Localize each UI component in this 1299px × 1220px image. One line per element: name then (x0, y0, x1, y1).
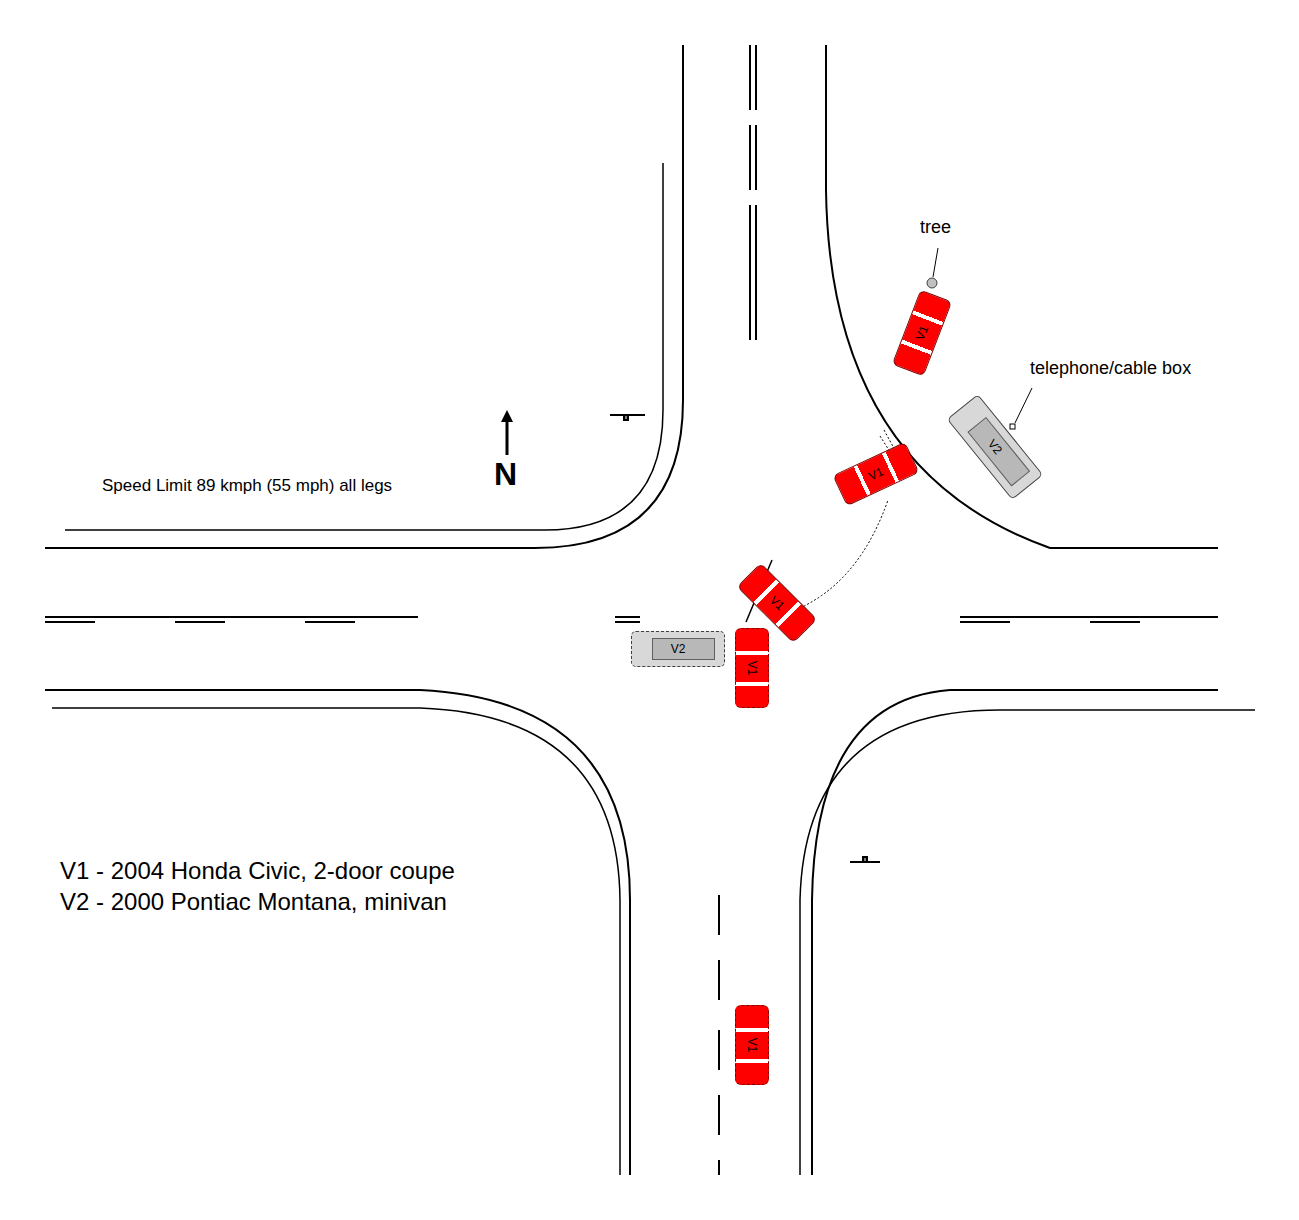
north-arrow-shaft (506, 420, 509, 455)
minivan-symbol: V2 (947, 394, 1044, 500)
road-edge (812, 690, 1218, 1175)
speed-limit-note: Speed Limit 89 kmph (55 mph) all legs (102, 476, 392, 496)
north-label: N (494, 456, 517, 493)
vehicle-label: V1 (746, 1038, 758, 1053)
road-edge (826, 45, 1218, 548)
road-shoulder (52, 708, 620, 1175)
vehicle-label: V1 (867, 465, 885, 482)
road-edges (45, 45, 1255, 1175)
legend-note: V2 - 2000 Pontiac Montana, minivan (60, 888, 447, 916)
minivan-symbol: V2 (631, 631, 725, 667)
stop-sign-post (624, 415, 628, 420)
legend-note: V1 - 2004 Honda Civic, 2-door coupe (60, 857, 455, 885)
center-line (718, 895, 720, 1175)
leader-line (933, 248, 938, 277)
car-symbol: V1 (892, 290, 952, 377)
center-line (960, 617, 1218, 622)
stop-sign-post (863, 857, 867, 862)
road-edge (45, 45, 683, 548)
vehicle-label: V1 (914, 324, 930, 342)
center-line (45, 617, 640, 622)
callout-label: tree (920, 217, 951, 238)
car-symbol: V1 (833, 442, 920, 507)
north-arrow (501, 410, 513, 455)
tire-mark (800, 500, 888, 608)
tree-symbol (927, 278, 937, 288)
road-shoulder (65, 163, 663, 530)
cable-box-symbol (1010, 424, 1015, 429)
center-lines (45, 45, 1218, 1175)
car-symbol: V1 (735, 628, 769, 708)
road-edge (45, 690, 630, 1175)
vehicle-label: V1 (768, 594, 787, 613)
vehicle-label: V1 (746, 661, 758, 676)
car-symbol: V1 (735, 1005, 769, 1085)
north-arrow-head (501, 410, 513, 422)
leader-line (1015, 388, 1032, 423)
callout-label: telephone/cable box (1030, 358, 1191, 379)
vehicle-label: V2 (671, 643, 686, 655)
center-line (750, 45, 756, 340)
road-shoulder (800, 710, 1255, 1175)
